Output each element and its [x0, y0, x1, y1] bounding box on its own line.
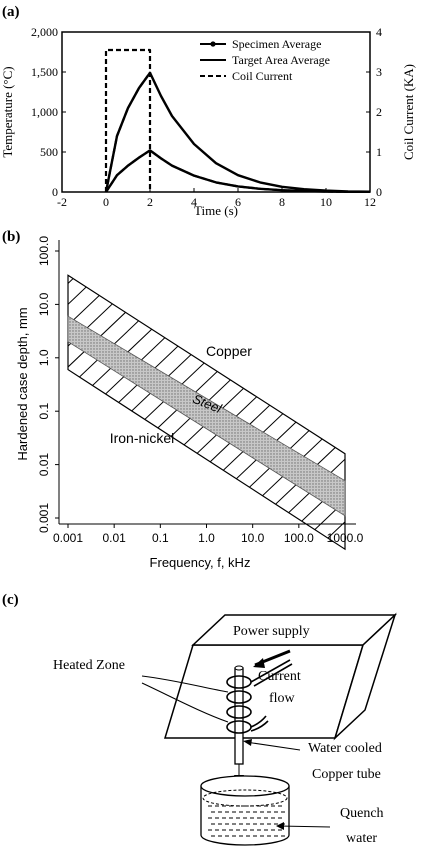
y-tick-label: 1.0: [37, 349, 51, 366]
legend-specimen-label: Specimen Average: [232, 37, 321, 51]
panel-b-label: (b): [2, 229, 20, 245]
panel-c-apparatus-diagram: (c) Power supply Curren: [2, 592, 397, 846]
panel-a-legend: Specimen Average Target Area Average Coi…: [200, 37, 330, 83]
y2-tick-label: 4: [376, 25, 382, 39]
hatch-line: [173, 275, 345, 539]
water-cooled-pointer: [243, 739, 301, 751]
panel-b-log-chart: (b) 0.001 0.01 0.1 1.0 10.0 100.0 1000.0 0.001…: [0, 229, 427, 570]
coil-current-series-line: [105, 149, 371, 193]
hatch-line: [217, 275, 345, 539]
x-tick-label: 10.0: [241, 531, 265, 545]
x-tick-label: 0.1: [152, 531, 169, 545]
water-label: water: [346, 831, 377, 846]
y2-tick-label: 2: [376, 105, 382, 119]
y2-tick-label: 3: [376, 65, 382, 79]
x-tick-label: 0.001: [53, 531, 83, 545]
x-tick-label: 0: [103, 195, 109, 209]
coil-current-series-line: [104, 48, 152, 192]
copper-tube: [234, 665, 244, 765]
panel-a-x-axis-label: Time (s): [194, 203, 238, 218]
x-tick-label: -2: [57, 195, 67, 209]
copper-annotation: Copper: [206, 343, 252, 359]
target-area-average-series-line: [104, 71, 371, 193]
x-tick-label: 4: [191, 195, 197, 209]
quench-water-texture: [208, 805, 285, 837]
x-tick-label: 10: [320, 195, 332, 209]
y-tick-label: 2,000: [31, 25, 58, 39]
panel-b-y-axis-label: Hardened case depth, mm: [15, 307, 30, 460]
hatch-line: [350, 253, 427, 538]
x-tick-label: 8: [279, 195, 285, 209]
x-tick-label: 0.01: [102, 531, 126, 545]
hatch-line: [416, 253, 427, 538]
panel-c-label: (c): [2, 592, 19, 608]
hatch-line: [239, 275, 345, 539]
heated-zone-leaders: [141, 675, 229, 723]
y2-tick-label: 0: [376, 185, 382, 199]
water-cooled-label: Water cooled: [308, 741, 382, 756]
hatch-line: [68, 275, 145, 539]
y-tick-label: 1,500: [31, 65, 58, 79]
flow-label: flow: [269, 691, 296, 706]
y-tick-label: 1,000: [31, 105, 58, 119]
coil-current-series-line: [104, 72, 151, 193]
x-tick-label: 2: [147, 195, 153, 209]
heated-zone-label: Heated Zone: [53, 658, 125, 673]
panel-a-label: (a): [2, 4, 20, 20]
y-tick-label: 0.001: [37, 503, 51, 533]
y-tick-label: 500: [40, 145, 58, 159]
iron-nickel-annotation: Iron-nickel: [110, 430, 175, 446]
panel-a-y-axis-label: Temperature (°C): [0, 66, 15, 157]
current-label: Current: [258, 669, 301, 684]
copper-band-hatch: [0, 253, 427, 539]
copper-tube-label: Copper tube: [312, 767, 381, 782]
quench-tank: [200, 775, 290, 846]
heated-zone-coil: [226, 659, 293, 734]
hatch-line: [0, 253, 12, 538]
x-tick-label: 6: [235, 195, 241, 209]
hatch-line: [68, 275, 123, 539]
legend-target-label: Target Area Average: [232, 53, 330, 67]
y-tick-label: 10.0: [37, 292, 51, 316]
panel-b-x-axis-label: Frequency, f, kHz: [150, 555, 251, 570]
legend-specimen-marker: [210, 41, 216, 47]
hatch-line: [394, 253, 427, 538]
quench-label: Quench: [340, 806, 384, 821]
x-tick-label: 1000.0: [327, 531, 364, 545]
legend-coil-label: Coil Current: [232, 69, 293, 83]
y2-tick-label: 1: [376, 145, 382, 159]
hatch-line: [195, 275, 345, 539]
steel-band: [67, 315, 346, 517]
specimen-average-series-line: [104, 149, 370, 193]
x-tick-label: 100.0: [284, 531, 314, 545]
y-tick-label: 0.1: [37, 403, 51, 420]
x-tick-label: 12: [364, 195, 376, 209]
power-supply-box: [163, 612, 397, 741]
current-flow-arrow: [253, 649, 291, 668]
y-tick-label: 0.01: [37, 453, 51, 477]
panel-a-y2-axis-label: Coil Current (KA): [401, 64, 416, 160]
y-tick-label: 0: [52, 185, 58, 199]
quench-pointer: [276, 822, 331, 830]
y-tick-label: 100.0: [37, 236, 51, 266]
x-tick-label: 1.0: [198, 531, 215, 545]
power-supply-label: Power supply: [233, 624, 310, 639]
hatch-line: [372, 253, 427, 538]
hatch-line: [283, 275, 345, 539]
